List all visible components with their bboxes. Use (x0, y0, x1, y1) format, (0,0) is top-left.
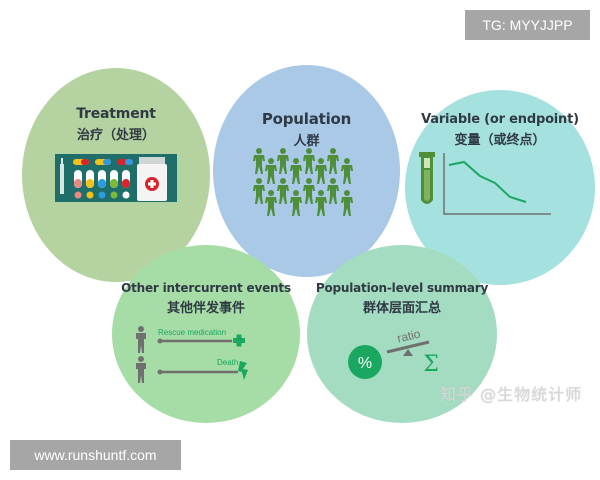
balance-icon: ratio (386, 327, 430, 356)
pill-box-icon (55, 154, 177, 202)
timeline-icon: Rescue medication Death (136, 326, 248, 383)
svg-text:Death: Death (217, 358, 238, 367)
zhihu-watermark: 知乎 @生物统计师 (440, 385, 583, 404)
treatment-title-en: Treatment (76, 106, 156, 122)
test-tube-line-chart-icon (419, 152, 551, 215)
tg-badge: TG: MYYJJPP (465, 10, 590, 40)
svg-text:%: % (358, 355, 372, 372)
svg-text:ratio: ratio (396, 327, 422, 346)
variable-title-en: Variable (or endpoint) (421, 112, 579, 127)
percent-icon (348, 345, 382, 379)
sigma-icon: Σ (423, 352, 439, 377)
variable-circle: Variable (or endpoint) 变量（或终点） (405, 90, 595, 285)
population-title-zh: 人群 (293, 134, 320, 149)
lightning-icon (238, 361, 248, 380)
plus-icon (233, 334, 245, 347)
population-title-en: Population (261, 110, 352, 128)
population-circle: Population 人群 (213, 65, 400, 277)
treatment-circle: Treatment 治疗（处理） (22, 68, 210, 282)
people-crowd-icon (253, 148, 353, 216)
summary-circle: Population-level summary 群体层面汇总 % ratio … (307, 245, 497, 423)
other-title-zh: 其他伴发事件 (166, 301, 245, 316)
svg-text:Rescue medication: Rescue medication (158, 328, 226, 337)
summary-title-zh: 群体层面汇总 (362, 301, 441, 316)
variable-title-zh: 变量（或终点） (454, 133, 546, 148)
summary-icon: % ratio Σ (348, 327, 439, 379)
treatment-title-zh: 治疗（处理） (76, 128, 155, 143)
summary-title-en: Population-level summary (315, 281, 489, 295)
other-title-en: Other intercurrent events (121, 281, 291, 295)
url-badge: www.runshuntf.com (10, 440, 181, 470)
person-icon (136, 326, 146, 383)
other-events-circle: Other intercurrent events 其他伴发事件 Rescue … (112, 245, 300, 423)
